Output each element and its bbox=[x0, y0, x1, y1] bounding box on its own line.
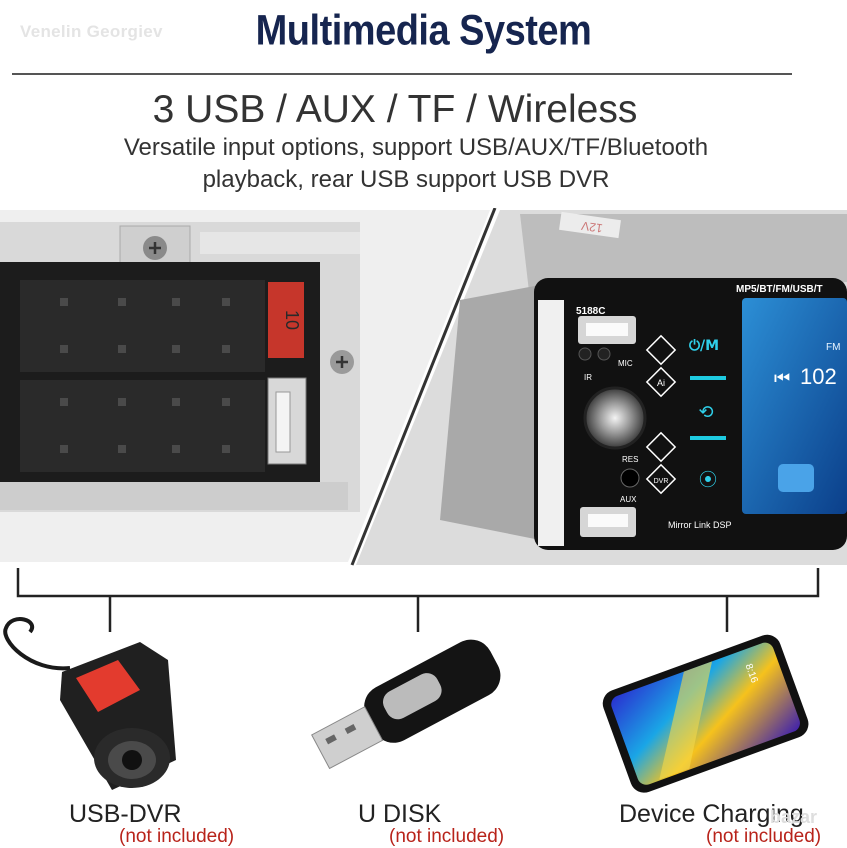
title-divider bbox=[12, 73, 792, 75]
voice-icon: ⦿ bbox=[699, 470, 717, 491]
svg-text:FM: FM bbox=[826, 342, 840, 353]
device-charging-label: Device Charging bbox=[619, 800, 804, 828]
model-label: 5188C bbox=[576, 306, 605, 317]
feature-label: MP5/BT/FM/USB/T bbox=[736, 284, 823, 295]
usb-dvr-note: (not included) bbox=[119, 826, 235, 847]
radio-photo: 12V 5188C MIC IR RES AUX Ai DVR ⏻/M ⟲ ⦿ … bbox=[356, 210, 847, 565]
usb-dvr-camera bbox=[3, 617, 176, 790]
svg-text:Ai: Ai bbox=[657, 378, 665, 388]
radio-screen bbox=[742, 298, 847, 514]
watermark-text: Venelin Georgiev bbox=[20, 22, 163, 41]
fuse bbox=[268, 282, 304, 358]
connector-photo: 10 bbox=[0, 210, 490, 562]
frequency-readout: 102 bbox=[800, 364, 837, 389]
svg-text:DVR: DVR bbox=[654, 478, 669, 485]
svg-text:AUX: AUX bbox=[620, 495, 637, 504]
description-line-2: playback, rear USB support USB DVR bbox=[202, 166, 610, 193]
usb-flash-drive bbox=[311, 639, 501, 770]
description-line-1: Versatile input options, support USB/AUX… bbox=[123, 134, 709, 161]
feature-label: Mirror Link DSP bbox=[668, 520, 732, 530]
svg-text:MIC: MIC bbox=[618, 359, 633, 368]
device-charging-note: (not included) bbox=[706, 826, 822, 847]
dvr-button bbox=[76, 660, 140, 712]
smartphone: 8:16 bbox=[602, 634, 809, 793]
power-mode-button: ⏻/M bbox=[689, 338, 719, 354]
u-disk-label: U DISK bbox=[358, 800, 442, 828]
previous-icon: ⏮ bbox=[774, 368, 790, 389]
fuse-label: 10 bbox=[282, 310, 302, 330]
usb-dvr-label: USB-DVR bbox=[69, 800, 182, 828]
svg-text:RES: RES bbox=[622, 455, 638, 464]
u-disk-note: (not included) bbox=[389, 826, 505, 847]
page-title: Multimedia System bbox=[255, 7, 592, 55]
bracket-lines bbox=[16, 568, 820, 632]
headline: 3 USB / AUX / TF / Wireless bbox=[152, 88, 638, 131]
case-label: 12V bbox=[580, 219, 603, 236]
svg-text:IR: IR bbox=[584, 373, 592, 382]
rotate-icon: ⟲ bbox=[698, 402, 713, 423]
volume-knob bbox=[583, 386, 647, 450]
product-illustration: 10 12V 5188C MIC IR RES AUX Ai bbox=[0, 208, 847, 793]
brand-watermark: bazar bbox=[770, 807, 818, 827]
